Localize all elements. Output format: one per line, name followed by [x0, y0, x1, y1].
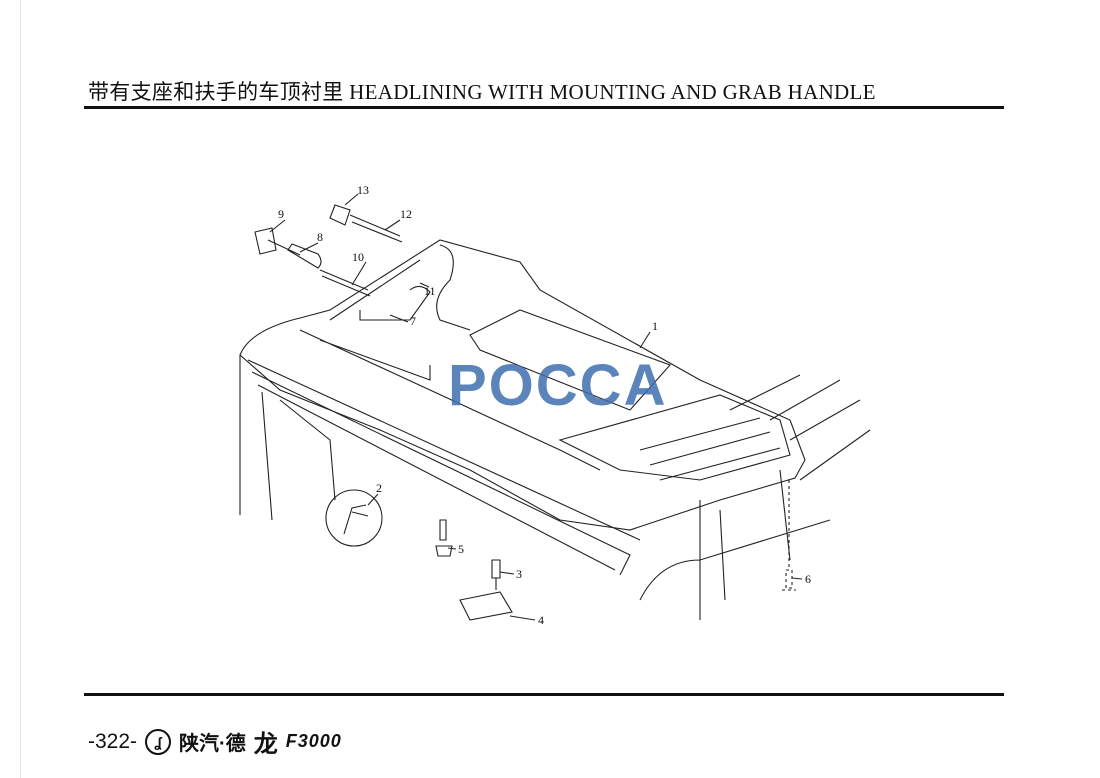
- callout-7: 7: [410, 314, 416, 328]
- page-title: 带有支座和扶手的车顶衬里 HEADLINING WITH MOUNTING AN…: [88, 80, 876, 104]
- watermark: POCCA: [448, 353, 668, 418]
- page-number: -322-: [88, 729, 138, 753]
- callout-11: 11: [424, 284, 436, 298]
- callout-2: 2: [376, 481, 382, 495]
- callout-4: 4: [538, 613, 544, 627]
- callout-12: 12: [400, 207, 412, 221]
- callout-8: 8: [317, 230, 323, 244]
- callout-labels: 1 2 3 4 5 6 7 8 9 10 11 12 13: [278, 183, 811, 627]
- callout-3: 3: [516, 567, 522, 581]
- shaanxi-logo-icon: ʆ: [145, 728, 172, 755]
- callout-5: 5: [458, 542, 464, 556]
- footer-divider: [84, 693, 1004, 696]
- callout-13: 13: [357, 183, 369, 197]
- callout-10: 10: [352, 250, 364, 264]
- callout-1: 1: [652, 319, 658, 333]
- callout-6: 6: [805, 572, 811, 586]
- model-name: F3000: [285, 731, 342, 751]
- brand-calligraphy: 龙: [253, 729, 278, 758]
- page-edge: [20, 0, 21, 778]
- callout-9: 9: [278, 207, 284, 221]
- header-divider: [84, 106, 1004, 109]
- headliner-outline: [239, 239, 806, 531]
- footer: -322- ʆ 陕汽·德 龙 F3000: [88, 724, 342, 759]
- brand-name: 陕汽·德: [179, 733, 246, 755]
- detail-circle: [325, 489, 383, 547]
